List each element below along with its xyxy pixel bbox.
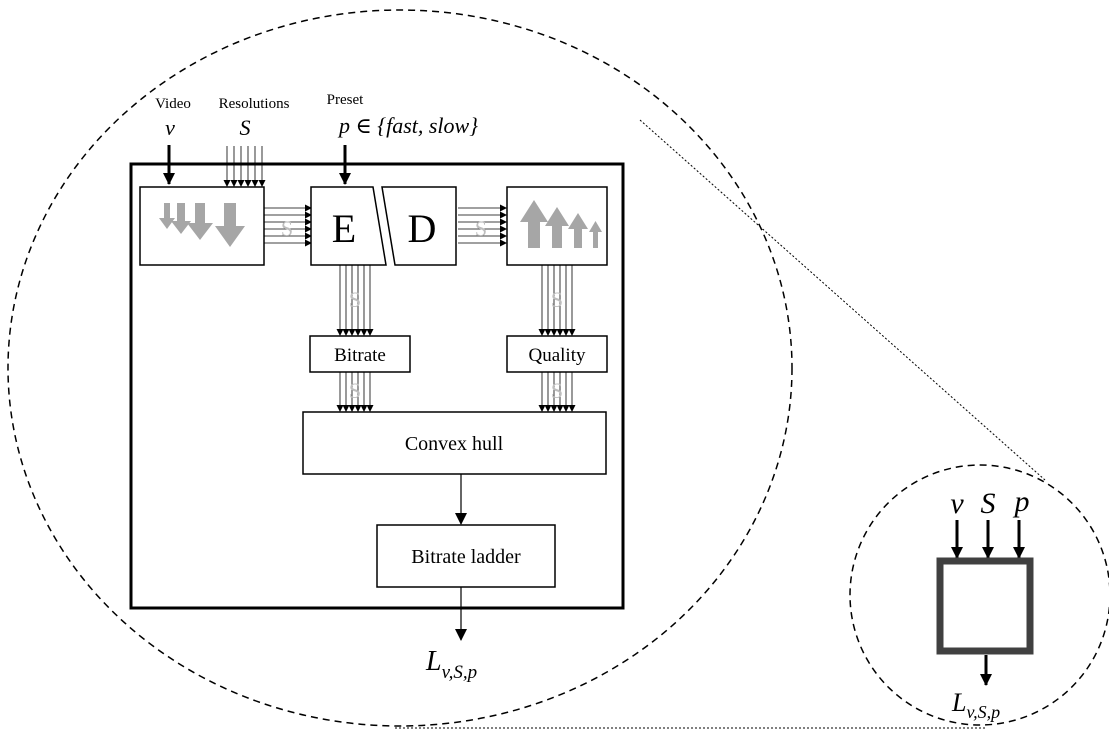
bitrate-label: Bitrate	[334, 345, 386, 366]
compact-output-label: Lv,S,p	[951, 688, 1000, 722]
compact-output-base: L	[951, 688, 966, 717]
bitrate-ladder-label: Bitrate ladder	[411, 546, 521, 568]
upscale-icon	[520, 200, 602, 248]
output-base: L	[425, 646, 442, 677]
bitrate-to-hull-arrows	[336, 372, 374, 412]
downscale-icon	[159, 203, 245, 247]
resolutions-label: Resolutions	[219, 96, 290, 112]
preset-label: Preset	[327, 92, 364, 108]
video-symbol: v	[165, 115, 175, 140]
quality-to-hull-arrows	[538, 372, 576, 412]
compact-output-subscript: v,S,p	[966, 702, 1000, 722]
output-label: Lv,S,p	[425, 646, 477, 683]
quality-block	[506, 335, 608, 373]
encoder-block	[310, 186, 387, 266]
stream-symbol-2: S	[475, 216, 487, 241]
compact-input-v: v	[950, 487, 964, 520]
convex-hull-label: Convex hull	[405, 433, 504, 455]
compact-input-p: p	[1013, 485, 1030, 518]
framework-frame	[129, 162, 625, 610]
resolutions-arrows	[223, 146, 266, 187]
stream-symbol-6: S	[551, 378, 563, 403]
convex-hull-block	[302, 411, 607, 475]
compact-block	[936, 557, 1034, 655]
compact-view-circle	[849, 464, 1109, 726]
bitrate-ladder-block	[376, 524, 556, 588]
stream-symbol-5: S	[349, 378, 361, 403]
stream-symbol-3: S	[349, 287, 361, 312]
video-label: Video	[155, 96, 191, 112]
decoder-label: D	[408, 206, 437, 251]
zoom-line-top	[639, 119, 1046, 481]
resolutions-symbol: S	[240, 115, 251, 140]
compact-input-s: S	[981, 487, 996, 520]
upscale-to-quality-arrows	[538, 265, 576, 336]
encoder-to-bitrate-arrows	[336, 265, 374, 336]
preset-expression: p ∈ {fast, slow}	[337, 113, 478, 138]
decoder-to-upscale-arrows	[458, 204, 507, 247]
quality-label: Quality	[529, 345, 586, 366]
magnified-view-circle	[7, 9, 793, 727]
stream-symbol-4: S	[551, 287, 563, 312]
downscale-to-encoder-arrows	[264, 204, 312, 247]
encoder-label: E	[332, 206, 356, 251]
decoder-block	[381, 186, 457, 266]
output-subscript: v,S,p	[442, 662, 478, 683]
bitrate-block	[309, 335, 411, 373]
stream-symbol-1: S	[281, 216, 293, 241]
